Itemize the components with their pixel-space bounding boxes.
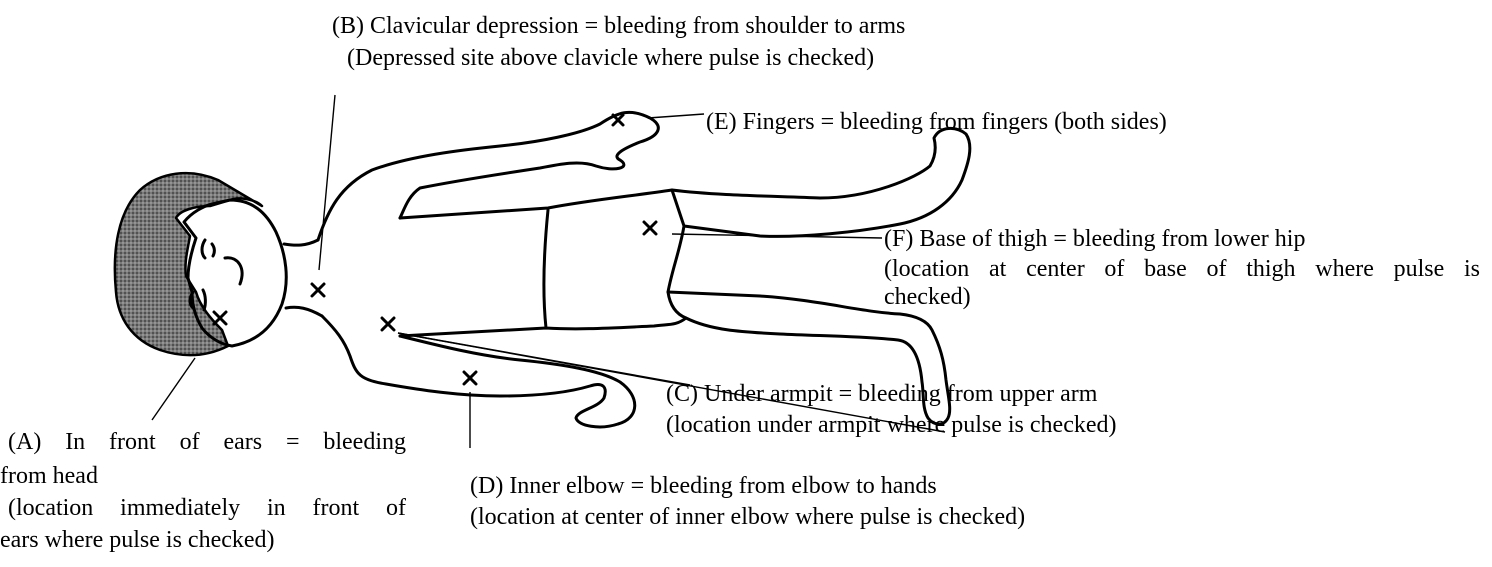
marker-f-cross-icon <box>644 222 656 234</box>
eye-2b <box>203 290 205 310</box>
marker-d-cross-icon <box>464 372 476 384</box>
label-d: (D) Inner elbow = bleeding from elbow to… <box>470 472 1025 531</box>
shorts <box>400 190 686 336</box>
marker-e-cross-icon <box>613 115 623 125</box>
label-f-detail: (location at center of base of thigh whe… <box>884 255 1480 283</box>
face-outline <box>184 200 286 346</box>
label-f: (F) Base of thigh = bleeding from lower … <box>884 225 1480 311</box>
marker-c-cross-icon <box>382 318 394 330</box>
label-d-detail: (location at center of inner elbow where… <box>470 503 1025 531</box>
label-e-title: (E) Fingers = bleeding from fingers (bot… <box>706 108 1167 136</box>
label-d-title: (D) Inner elbow = bleeding from elbow to… <box>470 472 1025 500</box>
label-c-detail: (location under armpit where pulse is ch… <box>666 411 1117 439</box>
label-a-detail: (location immediately in front of <box>0 494 406 522</box>
leader-line-b <box>319 95 335 270</box>
label-b-detail: (Depressed site above clavicle where pul… <box>332 44 905 72</box>
eye-1 <box>202 240 205 258</box>
label-b: (B) Clavicular depression = bleeding fro… <box>332 12 905 72</box>
label-a-title-cont: from head <box>0 462 406 490</box>
eye-1b <box>212 244 214 256</box>
label-a: (A) In front of ears = bleeding from hea… <box>0 428 406 554</box>
label-c: (C) Under armpit = bleeding from upper a… <box>666 380 1117 439</box>
label-f-detail-cont: checked) <box>884 283 1480 311</box>
label-e: (E) Fingers = bleeding from fingers (bot… <box>706 108 1167 136</box>
marker-a-cross-icon <box>214 312 226 324</box>
label-a-detail-cont: ears where pulse is checked) <box>0 526 406 554</box>
upper-leg <box>672 128 970 236</box>
neck <box>284 240 322 316</box>
mouth <box>225 258 242 284</box>
leader-line-a <box>152 358 195 420</box>
label-b-title: (B) Clavicular depression = bleeding fro… <box>332 12 905 40</box>
label-c-title: (C) Under armpit = bleeding from upper a… <box>666 380 1117 408</box>
label-a-title: (A) In front of ears = bleeding <box>0 428 406 456</box>
leader-line-e <box>648 114 704 118</box>
marker-b-cross-icon <box>312 284 324 296</box>
upper-arm-outline <box>318 112 658 240</box>
label-f-title: (F) Base of thigh = bleeding from lower … <box>884 225 1480 253</box>
